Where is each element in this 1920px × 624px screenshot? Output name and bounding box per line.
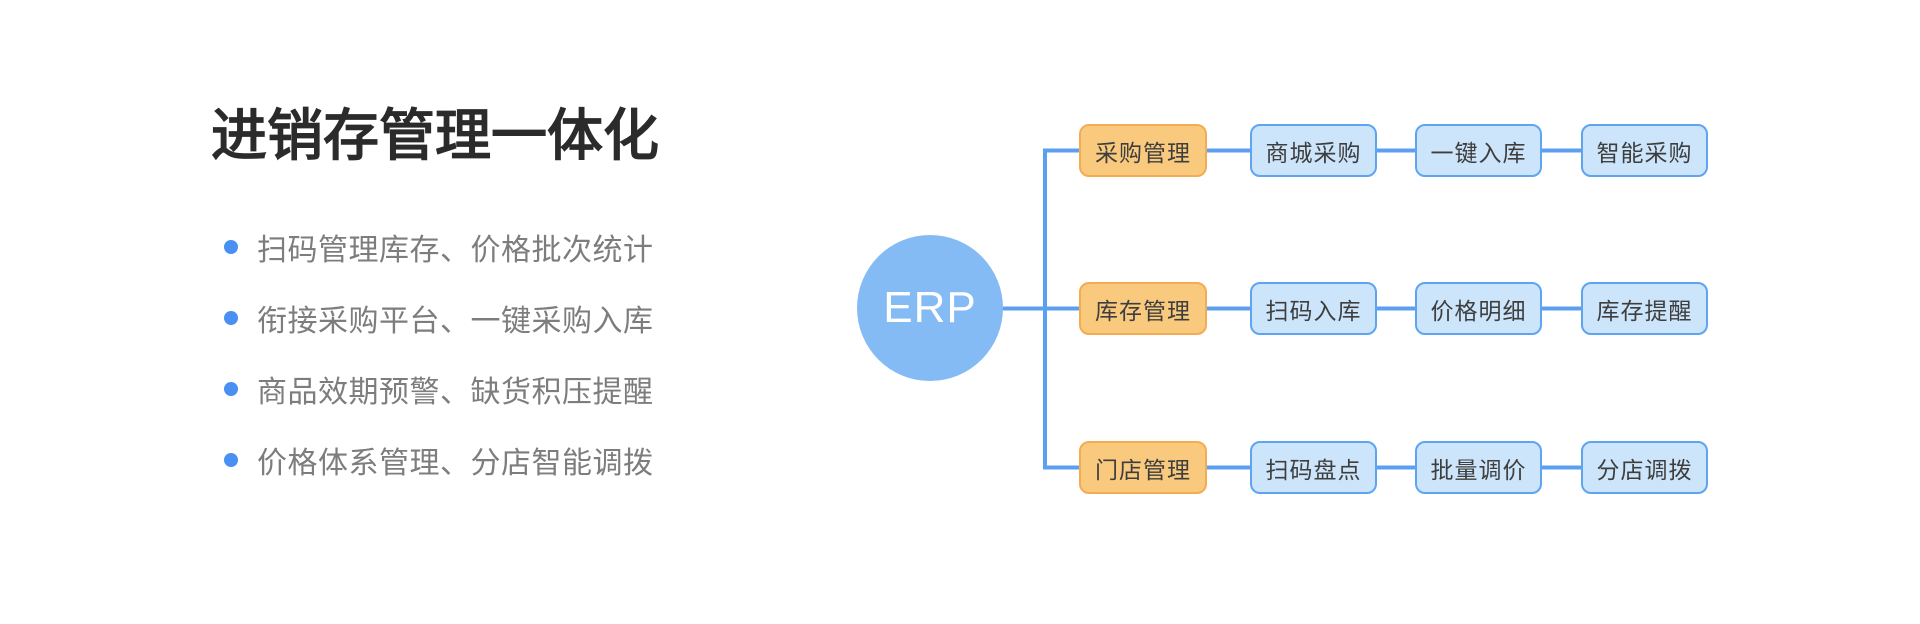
feature-label: 衔接采购平台、一键采购入库 [257, 305, 654, 338]
child-node: 批量调价 [1415, 441, 1542, 494]
bullet-dot-icon [224, 240, 238, 254]
child-node: 价格明细 [1415, 282, 1542, 335]
feature-label: 扫码管理库存、价格批次统计 [257, 234, 654, 267]
child-node: 智能采购 [1581, 124, 1708, 177]
list-item: 商品效期预警、缺货积压提醒 [224, 366, 654, 412]
parent-node-purchase-management: 采购管理 [1079, 124, 1207, 177]
list-item: 衔接采购平台、一键采购入库 [224, 295, 654, 341]
bullet-dot-icon [224, 453, 238, 467]
bullet-dot-icon [224, 382, 238, 396]
child-node: 商城采购 [1250, 124, 1377, 177]
child-node: 扫码入库 [1250, 282, 1377, 335]
feature-list: 扫码管理库存、价格批次统计 衔接采购平台、一键采购入库 商品效期预警、缺货积压提… [224, 224, 654, 508]
list-item: 价格体系管理、分店智能调拨 [224, 437, 654, 483]
list-item: 扫码管理库存、价格批次统计 [224, 224, 654, 270]
bullet-dot-icon [224, 311, 238, 325]
child-node: 一键入库 [1415, 124, 1542, 177]
parent-node-store-management: 门店管理 [1079, 441, 1207, 494]
parent-node-inventory-management: 库存管理 [1079, 282, 1207, 335]
child-node: 扫码盘点 [1250, 441, 1377, 494]
child-node: 库存提醒 [1581, 282, 1708, 335]
feature-label: 商品效期预警、缺货积压提醒 [257, 376, 654, 409]
page-title: 进销存管理一体化 [211, 104, 659, 167]
feature-label: 价格体系管理、分店智能调拨 [257, 447, 654, 480]
child-node: 分店调拨 [1581, 441, 1708, 494]
erp-root-node: ERP [857, 235, 1003, 381]
